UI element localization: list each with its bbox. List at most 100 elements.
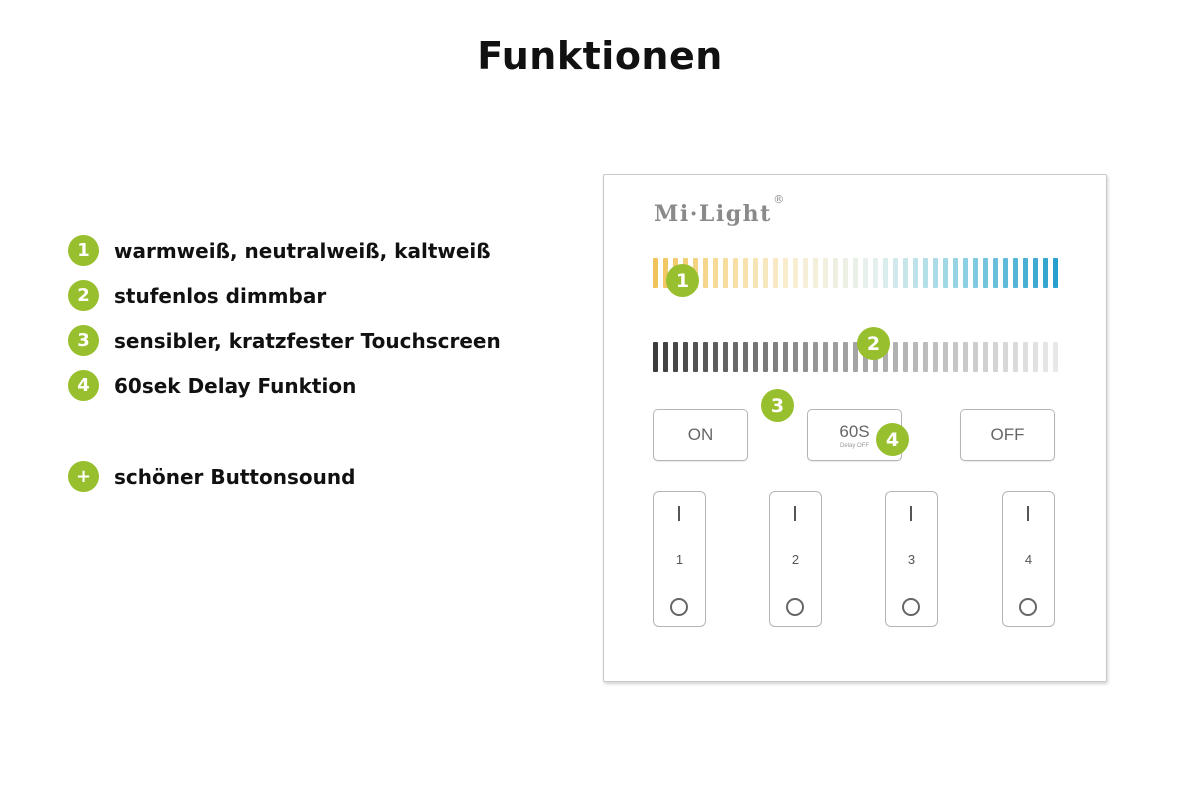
number-badge: 1 — [68, 235, 99, 266]
slider-segment — [883, 258, 888, 288]
brightness-slider[interactable] — [653, 342, 1058, 372]
slider-segment — [673, 342, 678, 372]
feature-text: sensibler, kratzfester Touchscreen — [114, 328, 501, 353]
feature-text: 60sek Delay Funktion — [114, 373, 357, 398]
slider-segment — [843, 342, 848, 372]
off-button[interactable]: OFF — [960, 409, 1055, 461]
slider-segment — [973, 258, 978, 288]
panel-badge-3: 3 — [761, 389, 794, 422]
zone-3-button[interactable]: 3 — [885, 491, 938, 627]
slider-segment — [743, 258, 748, 288]
on-button-label: ON — [687, 425, 714, 444]
feature-item: 1 warmweiß, neutralweiß, kaltweiß — [68, 228, 501, 273]
touch-panel: Mi·Light ® 1 2 3 ON 60S Delay OFF 4 OFF … — [603, 174, 1107, 682]
slider-segment — [1003, 342, 1008, 372]
on-bar-icon — [910, 506, 912, 521]
feature-item: 2 stufenlos dimmbar — [68, 273, 501, 318]
feature-item: 3 sensibler, kratzfester Touchscreen — [68, 318, 501, 363]
on-button[interactable]: ON — [653, 409, 748, 461]
slider-segment — [823, 258, 828, 288]
slider-segment — [683, 342, 688, 372]
brand-logo: Mi·Light ® — [654, 193, 784, 227]
slider-segment — [893, 258, 898, 288]
slider-segment — [793, 258, 798, 288]
timer-button-sublabel: Delay OFF — [839, 442, 869, 449]
slider-segment — [893, 342, 898, 372]
slider-segment — [713, 342, 718, 372]
slider-segment — [733, 258, 738, 288]
slider-segment — [783, 342, 788, 372]
slider-segment — [833, 342, 838, 372]
slider-segment — [713, 258, 718, 288]
slider-segment — [723, 258, 728, 288]
slider-segment — [1033, 258, 1038, 288]
slider-segment — [1053, 258, 1058, 288]
slider-segment — [653, 342, 658, 372]
slider-segment — [703, 342, 708, 372]
page-title: Funktionen — [477, 34, 723, 78]
slider-segment — [1023, 342, 1028, 372]
slider-segment — [913, 342, 918, 372]
slider-segment — [703, 258, 708, 288]
registered-mark: ® — [773, 193, 786, 206]
panel-badge-1: 1 — [666, 264, 699, 297]
slider-segment — [963, 342, 968, 372]
off-circle-icon — [670, 598, 688, 616]
slider-segment — [983, 342, 988, 372]
slider-segment — [793, 342, 798, 372]
slider-segment — [693, 342, 698, 372]
brand-name: Mi·Light — [654, 201, 772, 227]
slider-segment — [843, 258, 848, 288]
slider-segment — [813, 258, 818, 288]
slider-segment — [943, 258, 948, 288]
slider-segment — [753, 342, 758, 372]
slider-segment — [653, 258, 658, 288]
slider-segment — [803, 342, 808, 372]
slider-segment — [933, 342, 938, 372]
slider-segment — [1033, 342, 1038, 372]
zone-2-button[interactable]: 2 — [769, 491, 822, 627]
slider-segment — [1053, 342, 1058, 372]
slider-segment — [923, 342, 928, 372]
feature-text: schöner Buttonsound — [114, 464, 356, 489]
slider-segment — [823, 342, 828, 372]
slider-segment — [763, 342, 768, 372]
feature-text: warmweiß, neutralweiß, kaltweiß — [114, 238, 491, 263]
slider-segment — [1043, 258, 1048, 288]
slider-segment — [733, 342, 738, 372]
timer-button-label: 60S — [839, 421, 870, 441]
slider-segment — [863, 258, 868, 288]
slider-segment — [993, 342, 998, 372]
zone-number: 3 — [907, 552, 916, 567]
off-circle-icon — [902, 598, 920, 616]
panel-badge-2: 2 — [857, 327, 890, 360]
slider-segment — [763, 258, 768, 288]
slider-segment — [803, 258, 808, 288]
slider-segment — [773, 258, 778, 288]
zone-1-button[interactable]: 1 — [653, 491, 706, 627]
slider-segment — [663, 258, 668, 288]
slider-segment — [953, 258, 958, 288]
off-circle-icon — [1019, 598, 1037, 616]
zone-4-button[interactable]: 4 — [1002, 491, 1055, 627]
slider-segment — [1013, 258, 1018, 288]
slider-segment — [853, 258, 858, 288]
plus-icon: + — [68, 461, 99, 492]
color-temperature-slider[interactable] — [653, 258, 1058, 288]
slider-segment — [933, 258, 938, 288]
on-bar-icon — [794, 506, 796, 521]
slider-segment — [873, 258, 878, 288]
slider-segment — [923, 258, 928, 288]
feature-text: stufenlos dimmbar — [114, 283, 327, 308]
slider-segment — [783, 258, 788, 288]
on-bar-icon — [1027, 506, 1029, 521]
slider-segment — [983, 258, 988, 288]
zone-number: 1 — [675, 552, 684, 567]
slider-segment — [1023, 258, 1028, 288]
slider-segment — [963, 258, 968, 288]
slider-segment — [853, 342, 858, 372]
zone-number: 4 — [1024, 552, 1033, 567]
slider-segment — [1043, 342, 1048, 372]
slider-segment — [743, 342, 748, 372]
slider-segment — [1003, 258, 1008, 288]
